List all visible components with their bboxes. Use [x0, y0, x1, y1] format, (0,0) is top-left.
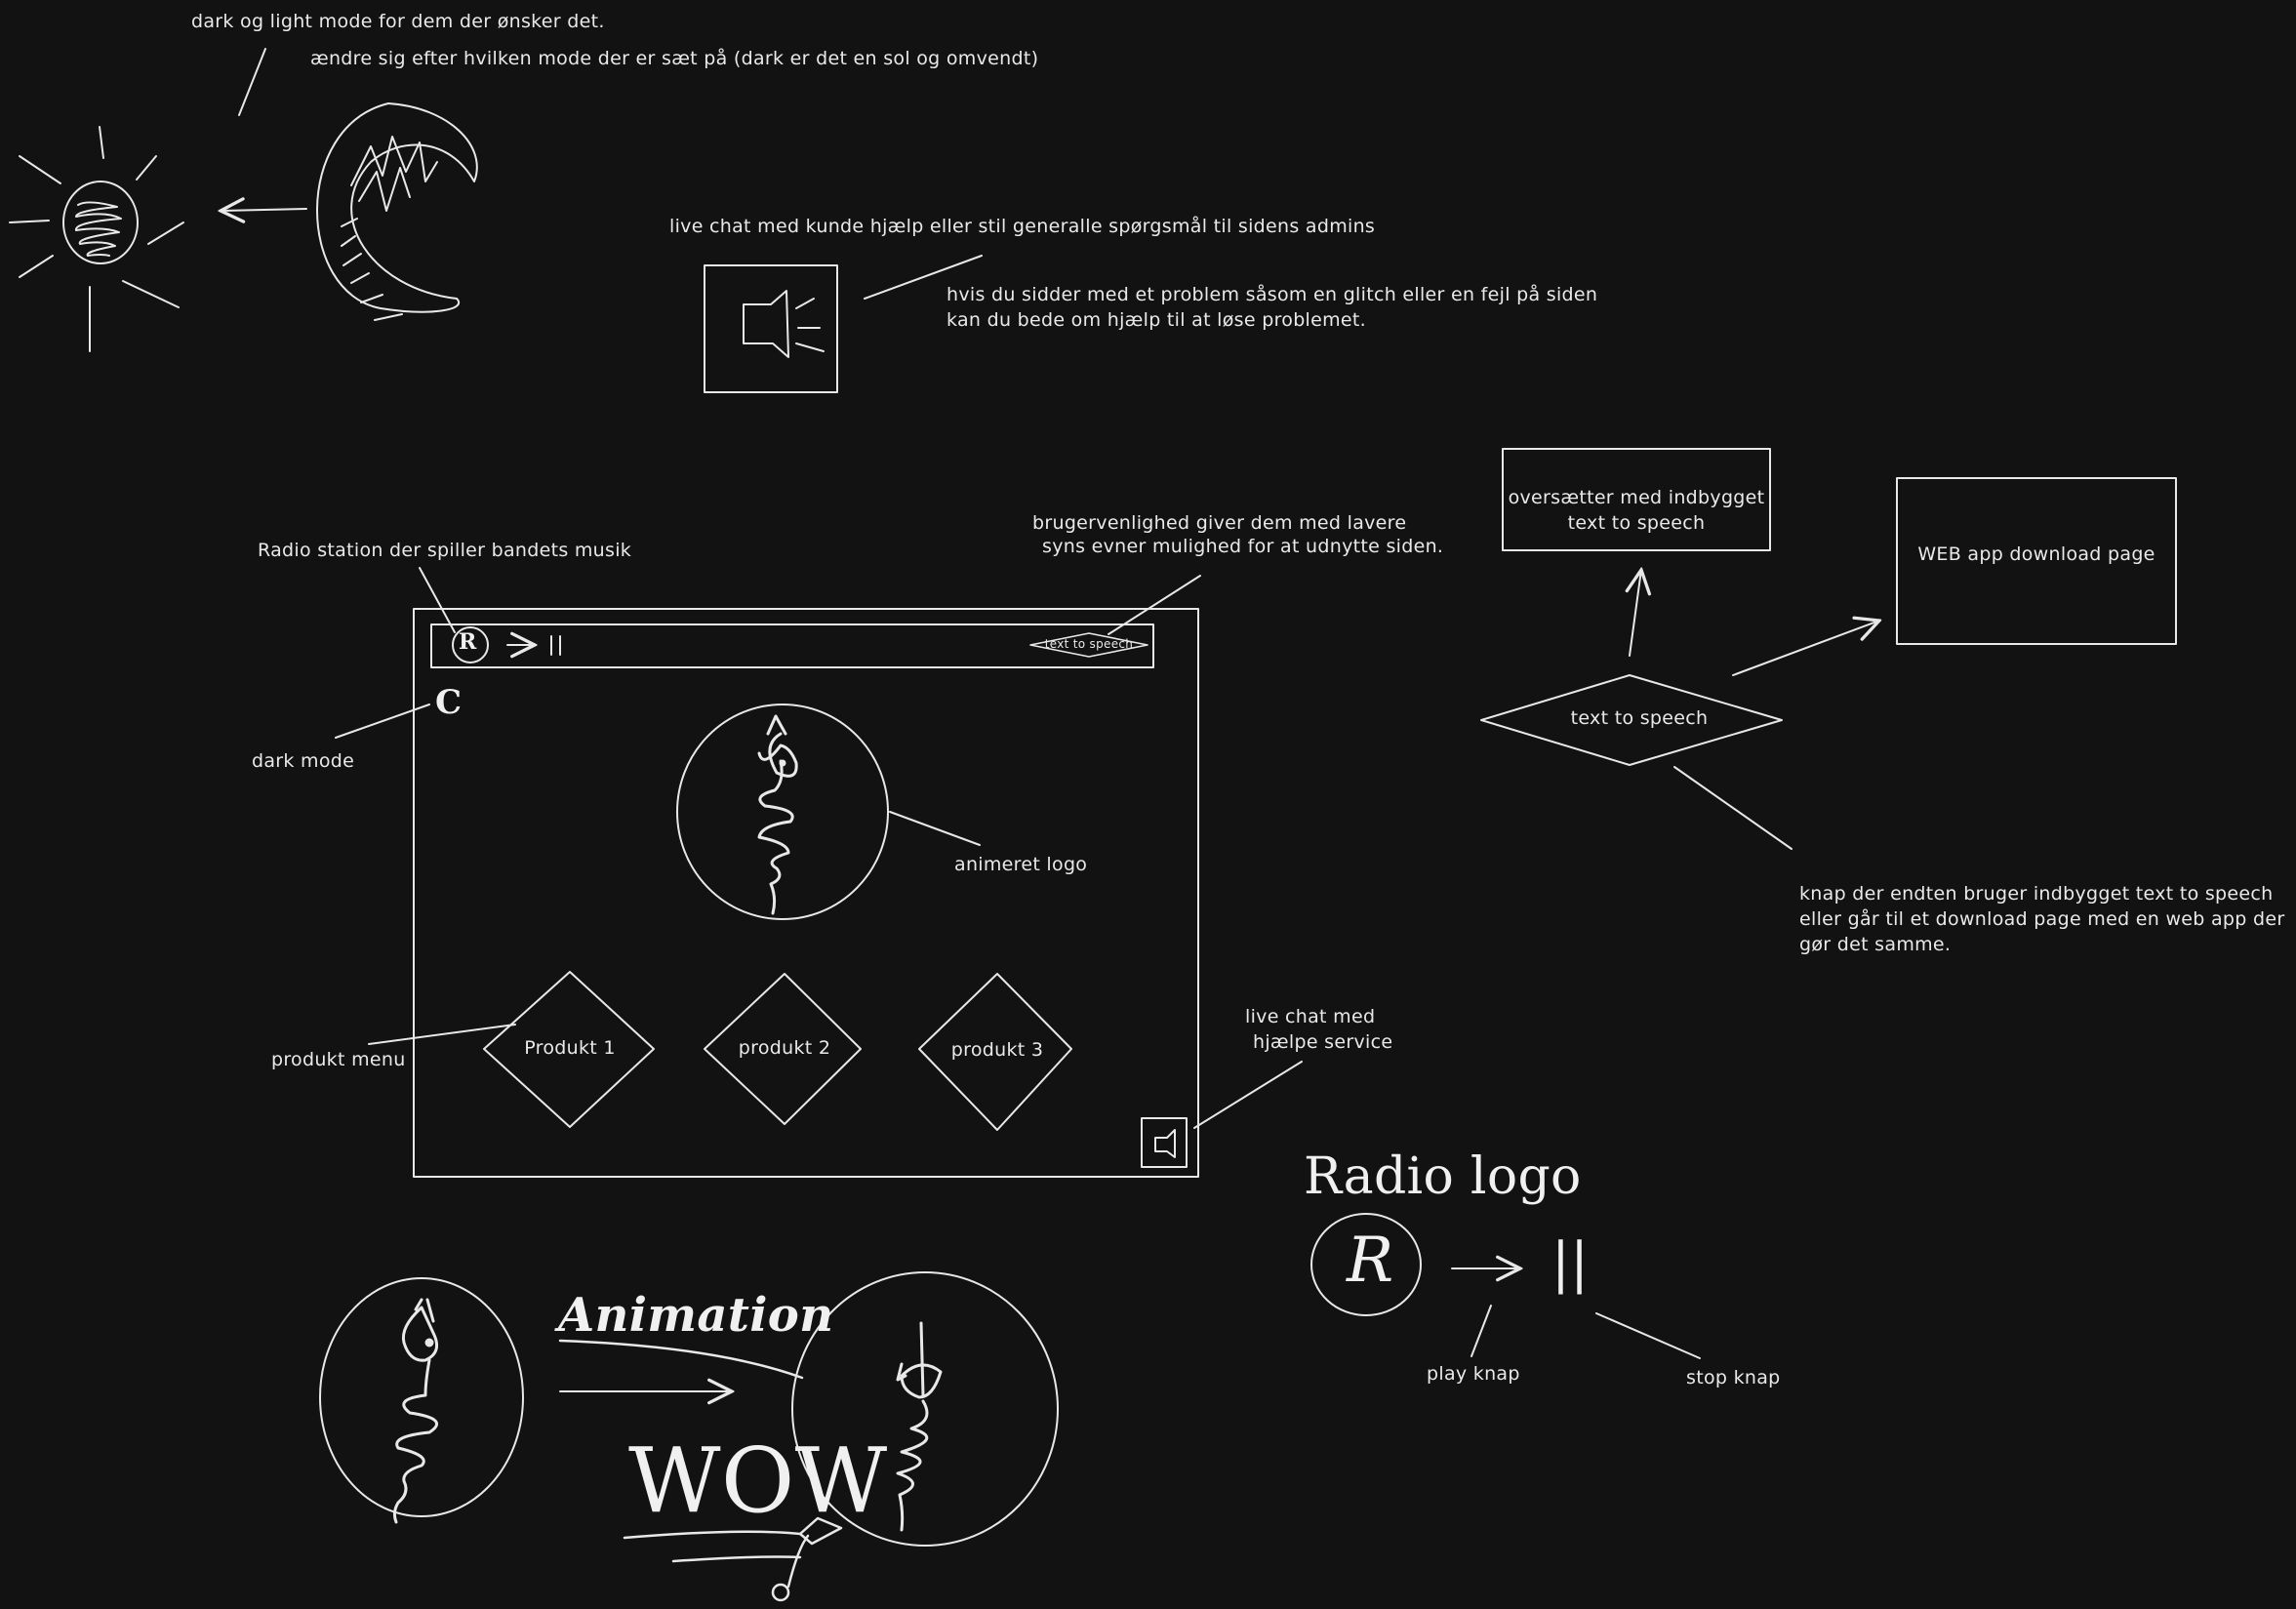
- translator-label-line1: oversætter med indbygget: [1508, 487, 1765, 508]
- moon-icon[interactable]: [316, 102, 478, 321]
- product-2-label[interactable]: produkt 2: [738, 1037, 831, 1059]
- radio-annotation-line: [419, 567, 456, 633]
- megaphone-icon: [743, 290, 825, 358]
- chat-annotation-line: [1193, 1061, 1303, 1129]
- radio-logo-title: Radio logo: [1304, 1147, 1582, 1206]
- live-chat-service-note-line2: hjælpe service: [1253, 1031, 1393, 1053]
- dark-mode-icon[interactable]: C: [435, 683, 463, 722]
- stop-button-note: stop knap: [1686, 1367, 1781, 1388]
- animated-logo-note: animeret logo: [954, 854, 1088, 875]
- tts-button-note-line1: knap der endten bruger indbygget text to…: [1799, 883, 2274, 905]
- usability-annotation-line: [1108, 575, 1201, 635]
- tts-node-label[interactable]: text to speech: [1570, 707, 1709, 729]
- problem-note-line1: hvis du sidder med et problem såsom en g…: [947, 284, 1598, 305]
- website-mockup: [413, 608, 1199, 1178]
- web-app-box: [1896, 477, 2177, 645]
- snake-logo-after-icon: [896, 1321, 943, 1532]
- tts-diamond: [1480, 674, 1783, 766]
- tts-badge[interactable]: [1029, 632, 1148, 658]
- dark-mode-annotation-line: [335, 704, 430, 739]
- translator-box: [1502, 448, 1771, 551]
- tts-annotation-line: [1673, 766, 1792, 850]
- product-annotation-line: [368, 1024, 516, 1045]
- tts-button-note-line2: eller går til et download page med en we…: [1799, 908, 2285, 930]
- web-app-label: WEB app download page: [1917, 543, 2155, 565]
- product-menu-note: produkt menu: [271, 1049, 406, 1070]
- usability-note-line2: syns evner mulighed for at udnytte siden…: [1042, 536, 1444, 557]
- radio-letter-large: R: [1347, 1225, 1394, 1297]
- radio-logo-large[interactable]: [1310, 1213, 1422, 1316]
- pause-icon[interactable]: [550, 635, 561, 656]
- tts-badge-label[interactable]: text to speech: [1044, 637, 1134, 651]
- mode-annotation-line: [238, 48, 266, 116]
- play-button-note: play knap: [1427, 1363, 1520, 1385]
- wow-underline: [623, 1530, 802, 1540]
- live-chat-button[interactable]: [1141, 1117, 1188, 1168]
- translator-label-line2: text to speech: [1567, 512, 1706, 534]
- product-3-label[interactable]: produkt 3: [950, 1039, 1044, 1061]
- icon-change-note: ændre sig efter hvilken mode der er sæt …: [310, 48, 1039, 69]
- product-1-diamond: [483, 971, 655, 1128]
- animation-underline: [558, 1339, 804, 1380]
- pencil-icon: [771, 1516, 843, 1602]
- dark-mode-note: dark mode: [252, 750, 355, 772]
- tts-button-note-line3: gør det samme.: [1799, 934, 1952, 955]
- wow-underline-2: [671, 1555, 802, 1563]
- radio-letter-small: R: [459, 629, 477, 655]
- sun-icon[interactable]: [9, 126, 184, 352]
- live-chat-icon-box[interactable]: [704, 264, 838, 393]
- animation-label: Animation: [558, 1288, 834, 1343]
- moon-to-sun-arrow: [221, 209, 307, 211]
- tts-to-translator-arrow: [1630, 570, 1641, 657]
- tts-to-webapp-arrow: [1732, 621, 1879, 676]
- problem-note-line2: kan du bede om hjælp til at løse problem…: [947, 309, 1367, 331]
- radio-logo-small[interactable]: [452, 626, 489, 664]
- logo-after-animation: [791, 1271, 1059, 1547]
- play-annotation-line: [1470, 1305, 1492, 1357]
- product-3-diamond: [918, 973, 1072, 1131]
- logo-annotation-line: [889, 811, 981, 846]
- radio-station-note: Radio station der spiller bandets musik: [258, 540, 632, 561]
- live-chat-note: live chat med kunde hjælp eller stil gen…: [669, 216, 1376, 237]
- stop-glyph[interactable]: ||: [1551, 1231, 1590, 1295]
- wow-label: WOW: [628, 1428, 888, 1533]
- animated-logo[interactable]: [676, 704, 889, 920]
- usability-note-line1: brugervenlighed giver dem med lavere: [1032, 512, 1407, 534]
- dark-light-mode-note: dark og light mode for dem der ønsker de…: [191, 11, 605, 32]
- product-2-diamond: [704, 973, 862, 1125]
- product-menu: [483, 971, 1072, 1131]
- radio-player-bar: [430, 623, 1154, 668]
- tts-flow: [1480, 448, 2177, 766]
- snake-logo-before-icon: [392, 1298, 439, 1524]
- product-1-label[interactable]: Produkt 1: [524, 1037, 616, 1059]
- live-chat-annotation-line: [864, 255, 983, 300]
- stop-annotation-line: [1595, 1312, 1701, 1359]
- logo-before-animation: [319, 1277, 524, 1517]
- live-chat-service-note-line1: live chat med: [1245, 1006, 1376, 1027]
- snake-logo-icon: [757, 714, 798, 915]
